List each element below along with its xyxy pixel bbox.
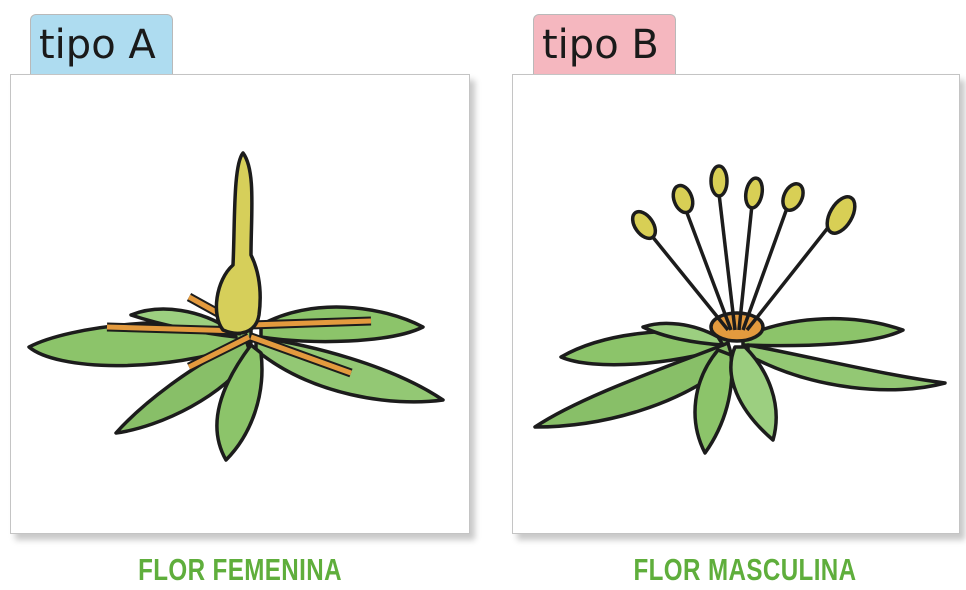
- stamen-filament: [643, 225, 728, 330]
- anther: [670, 183, 696, 215]
- male-flower-illustration: [513, 75, 959, 533]
- leaf: [748, 345, 945, 390]
- stamen-filament: [747, 215, 838, 330]
- anther: [744, 177, 765, 209]
- caption-female-flower: FLOR FEMENINA: [115, 552, 365, 588]
- anther: [821, 192, 860, 238]
- leaf: [743, 319, 903, 346]
- tab-tipo-a: tipo A: [30, 14, 173, 74]
- diagram-panel-female: [10, 74, 470, 534]
- female-flower-illustration: [11, 75, 469, 533]
- anther: [779, 181, 807, 214]
- diagram-panel-male: [512, 74, 960, 534]
- stamen-filament: [718, 185, 735, 330]
- anther: [628, 208, 660, 243]
- pistil: [216, 153, 260, 333]
- caption-male-flower: FLOR MASCULINA: [616, 552, 873, 588]
- anther: [711, 166, 727, 196]
- tab-tipo-b: tipo B: [533, 14, 676, 74]
